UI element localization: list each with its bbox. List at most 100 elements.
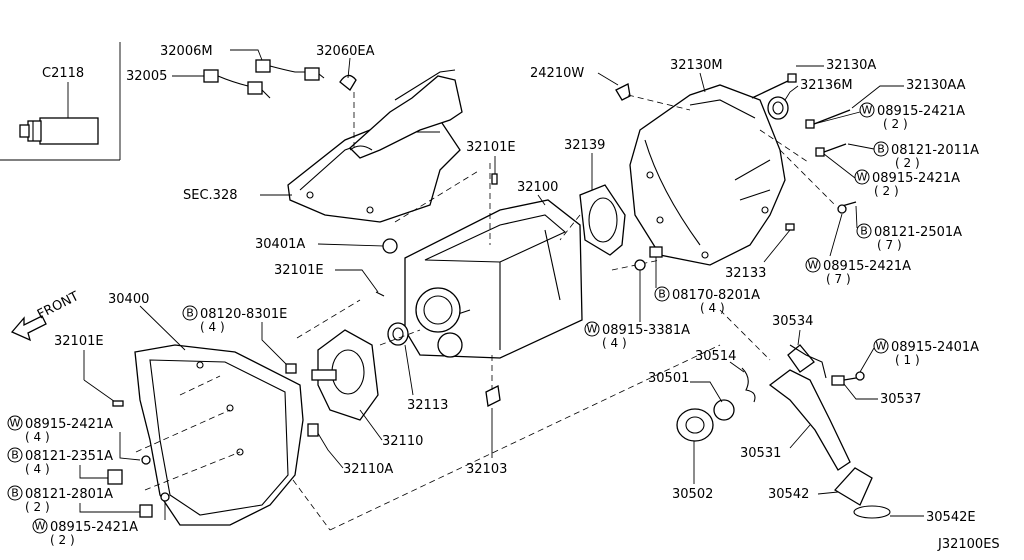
leader-08121-2801A (79, 503, 140, 513)
part-label-32100[interactable]: 32100 (517, 180, 558, 195)
leader-30534 (797, 329, 801, 346)
part-label-32110[interactable]: 32110 (382, 434, 423, 449)
svg-text:( 1 ): ( 1 ) (895, 353, 920, 367)
part-label-32006M[interactable]: 32006M (160, 44, 213, 59)
leader-32110 (359, 409, 383, 441)
leader-08121-2351A (79, 465, 108, 479)
svg-text:( 2 ): ( 2 ) (874, 184, 899, 198)
svg-text:08915-2421A: 08915-2421A (25, 417, 113, 432)
leader-30537 (843, 383, 878, 400)
part-label-30400[interactable]: 30400 (108, 292, 149, 307)
fastener-W-08915-2401A[interactable]: W 08915-2401A ( 1 ) (873, 338, 979, 367)
svg-text:B: B (860, 225, 868, 238)
fastener-B-08121-2501A[interactable]: B 08121-2501A ( 7 ) (856, 223, 962, 252)
fastener-B-08121-2011A[interactable]: B 08121-2011A ( 2 ) (873, 141, 979, 170)
bearing-retainer-32110 (311, 322, 409, 421)
leader-08915-2421A-r2 (823, 153, 856, 179)
svg-text:08915-2421A: 08915-2421A (872, 171, 960, 186)
switch-connectors (203, 59, 357, 99)
fastener-W-08915-2421A-r2[interactable]: W 08915-2421A ( 2 ) (854, 169, 960, 198)
leader-30514 (729, 361, 745, 373)
fastener-B-08170-8201A[interactable]: B 08170-8201A ( 4 ) (654, 286, 760, 315)
leader-08915-2401A (859, 347, 875, 373)
svg-text:B: B (11, 487, 19, 500)
leader-30400 (139, 305, 186, 351)
adapter-housing-32130M (629, 84, 789, 266)
svg-text:08121-2501A: 08121-2501A (874, 225, 962, 240)
svg-text:08915-3381A: 08915-3381A (602, 323, 690, 338)
svg-text:( 4 ): ( 4 ) (200, 320, 225, 334)
part-label-24210W[interactable]: 24210W (530, 66, 584, 81)
part-label-32005[interactable]: 32005 (126, 69, 167, 84)
leader-08915-2421A-left (119, 432, 141, 461)
part-label-32136M[interactable]: 32136M (800, 78, 853, 93)
svg-text:W: W (862, 104, 873, 117)
part-label-32130A[interactable]: 32130A (826, 58, 876, 73)
part-label-30501[interactable]: 30501 (648, 371, 689, 386)
leader-32130M (699, 72, 706, 93)
leader-32060EA (347, 57, 351, 79)
svg-text:08120-8301E: 08120-8301E (200, 307, 287, 322)
part-label-32103[interactable]: 32103 (466, 462, 507, 477)
leader-30401A (317, 243, 384, 247)
leader-08121-2501A (855, 205, 858, 229)
plug-32103 (485, 385, 501, 407)
part-label-32101E-left[interactable]: 32101E (54, 334, 104, 349)
part-label-30542E[interactable]: 30542E (926, 510, 976, 525)
part-label-32139[interactable]: 32139 (564, 138, 605, 153)
leader-30542 (817, 491, 839, 495)
part-label-32101E-mid[interactable]: 32101E (274, 263, 324, 278)
part-label-30542[interactable]: 30542 (768, 487, 809, 502)
svg-text:08121-2351A: 08121-2351A (25, 449, 113, 464)
part-label-32101E-top[interactable]: 32101E (466, 140, 516, 155)
fastener-W-08915-2421A-r3[interactable]: W 08915-2421A ( 7 ) (805, 257, 911, 286)
fastener-W-08915-3381A[interactable]: W 08915-3381A ( 4 ) (584, 321, 690, 350)
fastener-W-08915-2421A-bottom[interactable]: W 08915-2421A ( 2 ) (32, 518, 138, 547)
svg-text:08915-2421A: 08915-2421A (877, 104, 965, 119)
fastener-B-08121-2801A[interactable]: B 08121-2801A ( 2 ) (7, 485, 113, 514)
leader-24210W (597, 72, 619, 86)
svg-text:08915-2421A: 08915-2421A (50, 520, 138, 535)
svg-text:( 7 ): ( 7 ) (826, 272, 851, 286)
part-label-30537[interactable]: 30537 (880, 392, 921, 407)
fastener-B-08120-8301E[interactable]: B 08120-8301E ( 4 ) (182, 305, 287, 334)
svg-text:08121-2011A: 08121-2011A (891, 143, 979, 158)
leader-32100 (537, 194, 546, 206)
part-label-30531[interactable]: 30531 (740, 446, 781, 461)
part-label-32110A[interactable]: 32110A (343, 462, 393, 477)
fastener-W-08915-2421A-left[interactable]: W 08915-2421A ( 4 ) (7, 415, 113, 444)
svg-text:( 4 ): ( 4 ) (25, 430, 50, 444)
section-reference-SEC328[interactable]: SEC.328 (183, 188, 238, 203)
inset-panel: C2118 (0, 42, 121, 161)
svg-text:( 4 ): ( 4 ) (700, 301, 725, 315)
svg-text:B: B (877, 143, 885, 156)
front-direction-indicator: FRONT (10, 289, 81, 342)
part-label-32113[interactable]: 32113 (407, 398, 448, 413)
leader-32101E-left-b (83, 379, 119, 405)
leader-08121-2011A (847, 143, 875, 150)
svg-text:( 2 ): ( 2 ) (883, 117, 908, 131)
part-label-32060EA[interactable]: 32060EA (316, 44, 375, 59)
fastener-W-08915-2421A-r1[interactable]: W 08915-2421A ( 2 ) (859, 102, 965, 131)
pivot-30537 (831, 375, 857, 386)
fastener-B-08121-2351A[interactable]: B 08121-2351A ( 4 ) (7, 447, 113, 476)
leader-32006M (230, 49, 263, 61)
part-label-32130AA[interactable]: 32130AA (906, 78, 966, 93)
release-bearing-30502 (676, 399, 735, 442)
svg-text:B: B (186, 307, 194, 320)
part-label-30514[interactable]: 30514 (695, 349, 736, 364)
svg-text:08121-2801A: 08121-2801A (25, 487, 113, 502)
svg-text:( 2 ): ( 2 ) (50, 533, 75, 547)
svg-text:08915-2421A: 08915-2421A (823, 259, 911, 274)
leader-08915-2421A-r1 (813, 111, 861, 125)
part-label-32130M[interactable]: 32130M (670, 58, 723, 73)
part-label-30502[interactable]: 30502 (672, 487, 713, 502)
part-label-30401A[interactable]: 30401A (255, 237, 305, 252)
part-C2118-plug-icon (19, 117, 99, 145)
svg-text:08915-2401A: 08915-2401A (891, 340, 979, 355)
part-label-C2118[interactable]: C2118 (42, 66, 84, 81)
svg-text:( 2 ): ( 2 ) (25, 500, 50, 514)
part-label-30534[interactable]: 30534 (772, 314, 813, 329)
part-label-32133[interactable]: 32133 (725, 266, 766, 281)
